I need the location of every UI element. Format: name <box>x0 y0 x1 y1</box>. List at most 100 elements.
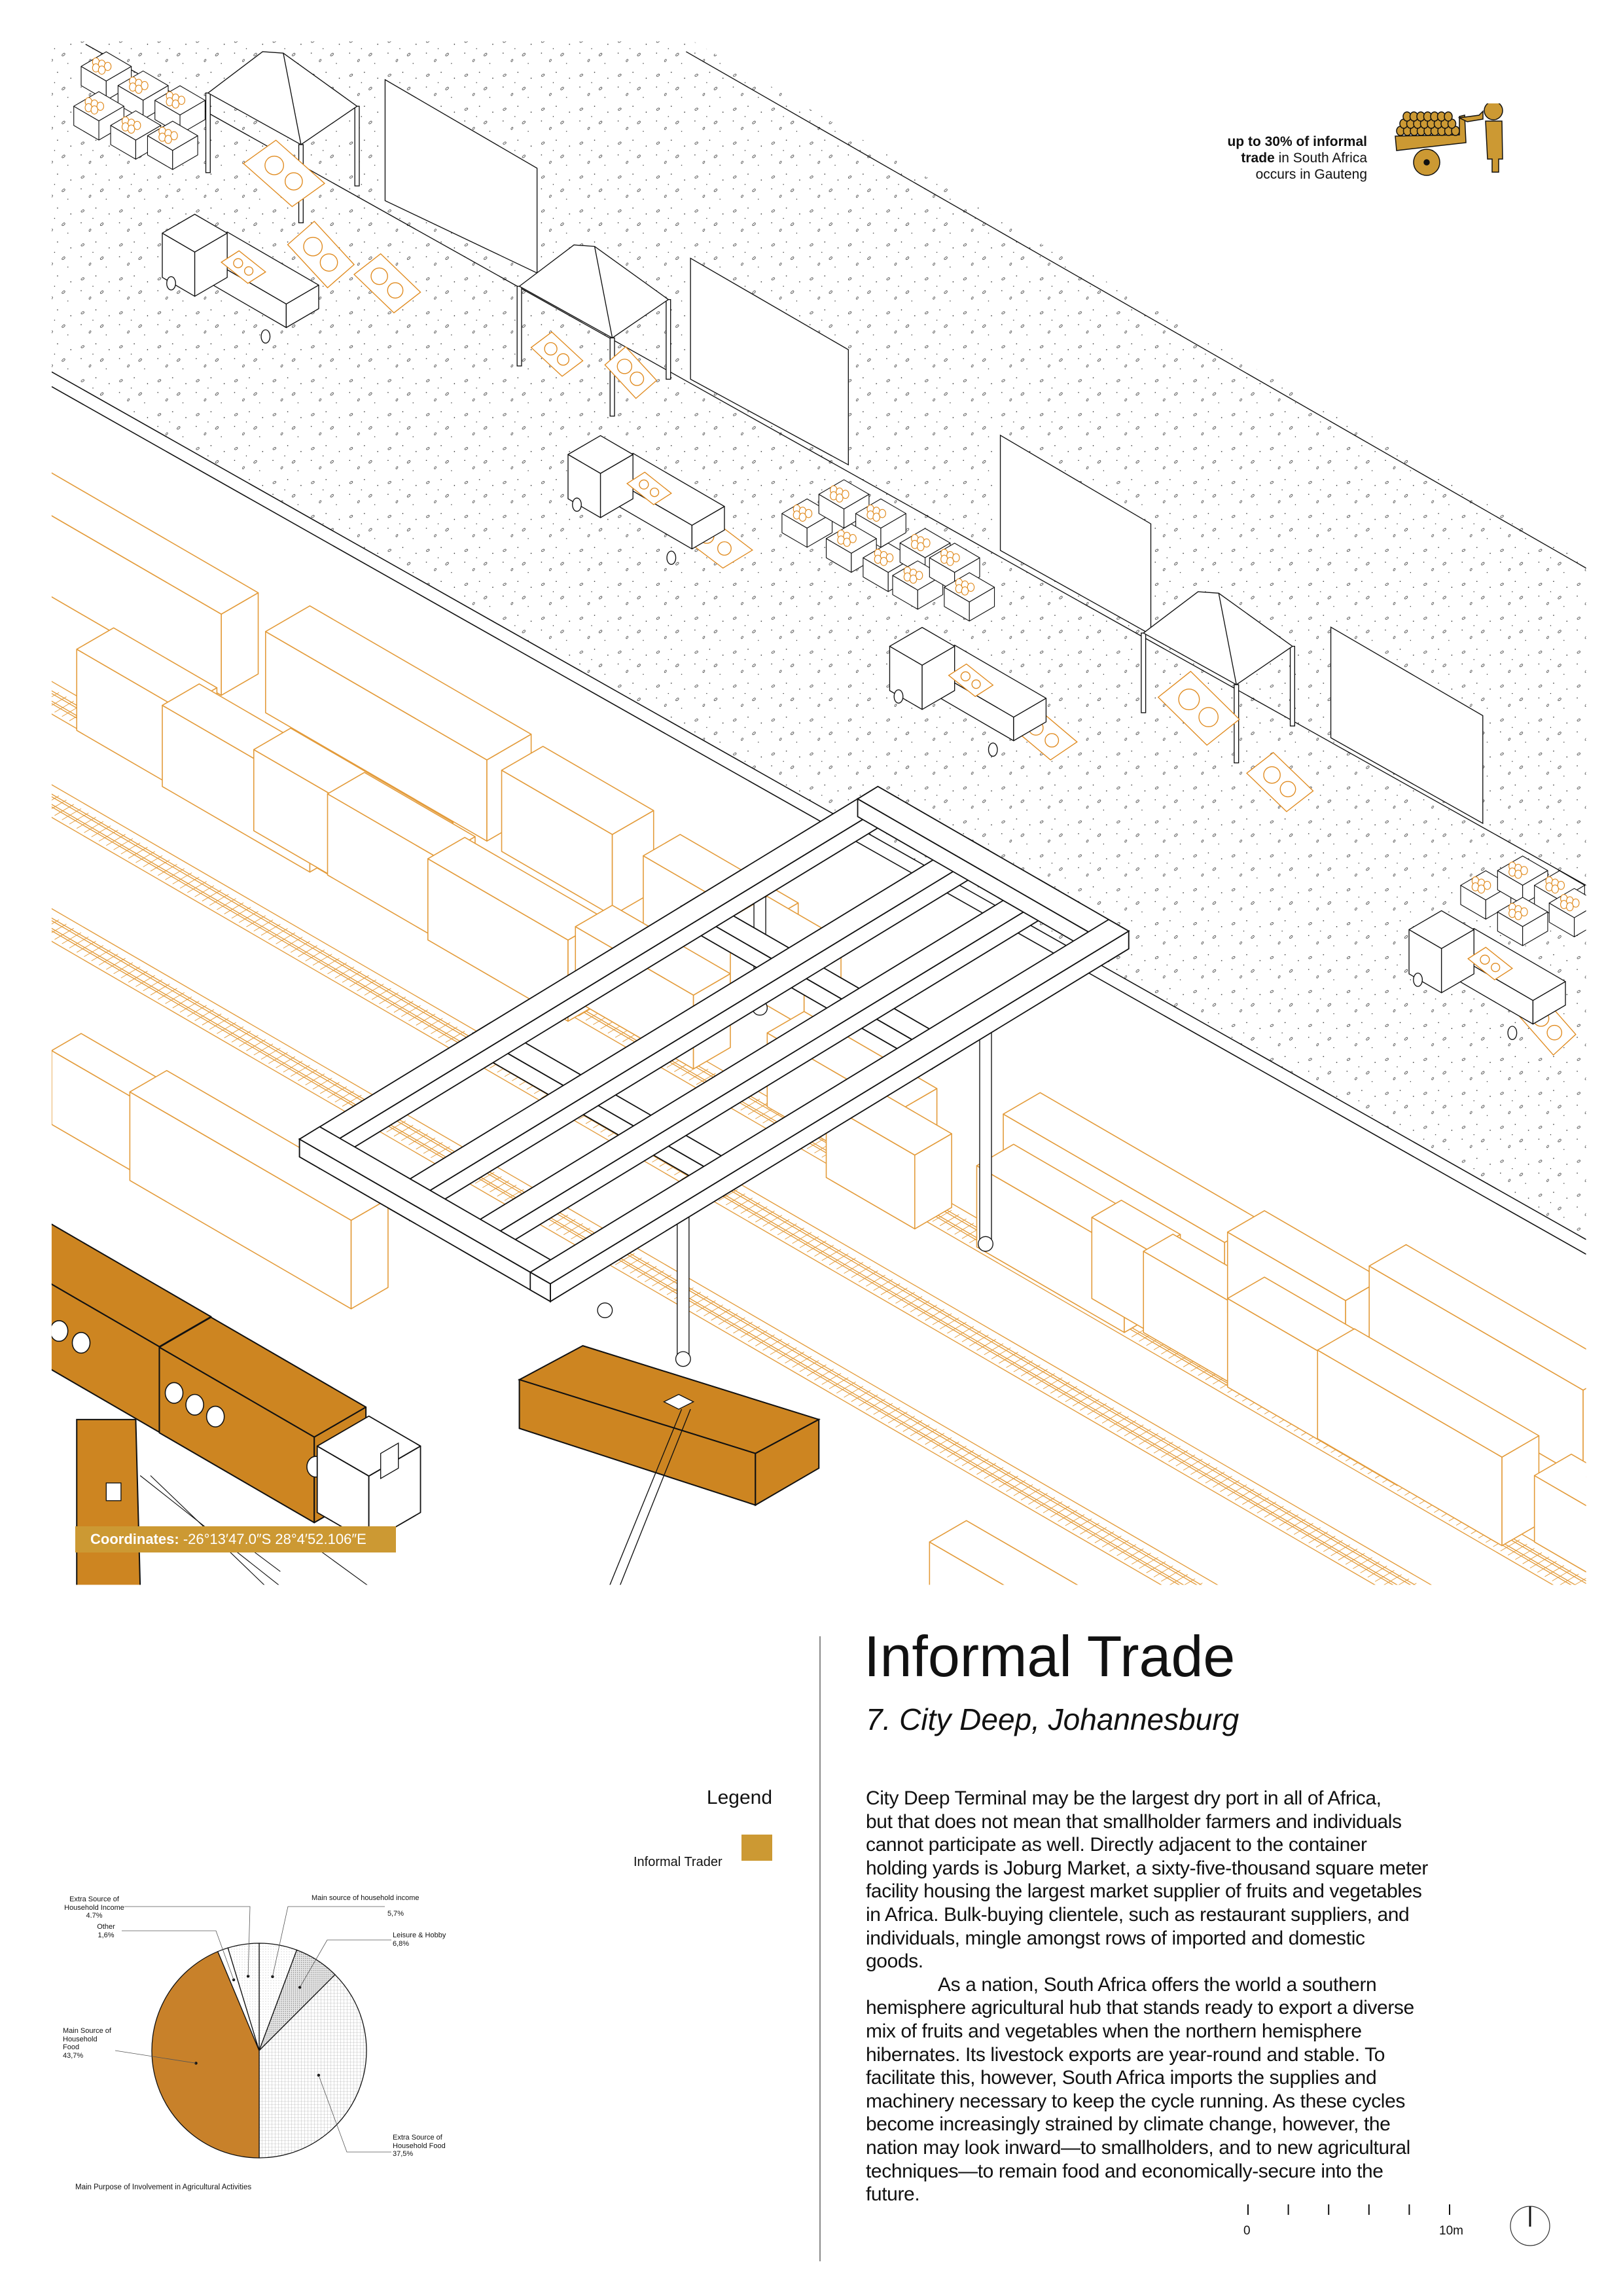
tarp-outline <box>948 663 994 697</box>
fruit-basket-icon <box>544 342 558 356</box>
body-line: holding yards is Joburg Market, a sixty-… <box>866 1857 1429 1879</box>
legend-title: Legend <box>706 1787 772 1808</box>
body-line: in Africa. Bulk-buying clientele, such a… <box>866 1903 1410 1926</box>
body-line: individuals, mingle amongst rows of impo… <box>866 1927 1365 1949</box>
box-top-face <box>1317 1328 1540 1458</box>
tent-pole <box>205 92 211 173</box>
fruit-basket-icon <box>1480 954 1490 965</box>
pie-label-value: 1,6% <box>98 1931 115 1939</box>
rail <box>51 930 1180 1585</box>
produce-tarp <box>221 250 266 284</box>
fruit-icon <box>717 541 732 556</box>
pie-leader-line <box>299 1939 391 1988</box>
fruit-icon <box>285 172 303 190</box>
pie-chart-title: Main Purpose of Involvement in Agricultu… <box>75 2183 252 2191</box>
scale-end-label: 10m <box>1439 2224 1463 2238</box>
tent-pole <box>1234 684 1240 764</box>
rail <box>51 816 1376 1585</box>
fruit-icon <box>804 509 813 518</box>
isometric-site-illustration <box>51 41 1623 1585</box>
tarp-outline <box>353 253 421 314</box>
tent-pole <box>1289 645 1296 726</box>
shipping-container <box>501 745 654 916</box>
gantry-beam <box>529 918 1130 1303</box>
box-top-face <box>1408 910 1474 949</box>
truck-wheel-icon <box>51 1319 69 1342</box>
pie-slice <box>259 1974 367 2159</box>
fruit-icon <box>1551 884 1559 894</box>
pie-slice <box>151 1950 260 2159</box>
tarp-outline <box>530 331 584 377</box>
tent-roof-ridge <box>594 246 613 338</box>
wheel-icon <box>1507 1026 1518 1040</box>
pie-leader-dot <box>317 2073 321 2077</box>
shipping-container <box>51 472 259 696</box>
rail <box>51 920 1198 1585</box>
fruit-icon <box>923 538 931 548</box>
road-surface <box>51 41 1586 1240</box>
rail-track <box>51 784 1432 1585</box>
wheel-icon <box>260 329 271 344</box>
fruit-basket-icon <box>1263 766 1281 784</box>
pie-label-value: 4.7% <box>86 1912 103 1920</box>
box-top-face <box>76 627 218 710</box>
caster-wheel-icon <box>597 1302 613 1318</box>
tarp-outline <box>1467 946 1514 980</box>
fruit-icon <box>967 583 975 592</box>
box-side-face <box>1573 910 1586 937</box>
produce-tarp <box>604 346 658 399</box>
body-line: mix of fruits and vegetables when the no… <box>866 2020 1362 2042</box>
coordinates-label: Coordinates: <box>90 1531 179 1547</box>
box-top-face <box>1368 1244 1586 1391</box>
body-text: City Deep Terminal may be the largest dr… <box>866 1787 1428 2206</box>
pie-label-value: 6,8% <box>393 1939 410 1948</box>
rail <box>51 784 1432 1585</box>
market-road-items <box>73 51 1586 1056</box>
scale-start-label: 0 <box>1243 2224 1251 2238</box>
fruit-icon <box>630 371 645 386</box>
tarp-outline <box>1246 751 1314 812</box>
box-top-face <box>327 772 476 859</box>
box-top-face <box>889 626 955 666</box>
rail <box>51 908 1219 1585</box>
rail-track <box>51 908 1219 1585</box>
fruit-icon <box>971 679 981 689</box>
pickup-truck <box>162 213 319 344</box>
fruit-icon <box>135 84 143 94</box>
box-side-face <box>1582 1388 1586 1480</box>
body-line: future. <box>866 2183 920 2206</box>
shipping-container <box>1368 1244 1586 1480</box>
produce-tarp <box>242 139 326 207</box>
box-top-face <box>316 1415 421 1477</box>
fruit-icon <box>1520 907 1528 917</box>
fruit-icon <box>1477 884 1486 894</box>
fruit-icon <box>1566 902 1574 912</box>
rail <box>51 806 1394 1585</box>
coordinates-bar: Coordinates: -26°13′47.0″S 28°4′52.106″E <box>75 1526 396 1552</box>
box-side-face <box>1608 1497 1623 1585</box>
pie-label-text: Leisure & Hobby <box>393 1931 446 1939</box>
truck-wheel-icon <box>205 1405 225 1427</box>
rail <box>51 927 1185 1585</box>
tarp-outline <box>287 221 355 289</box>
box-top-face <box>158 1316 367 1438</box>
tent-pole <box>609 337 615 417</box>
stat-line-2-bold: trade <box>1241 151 1275 166</box>
box-top-face <box>162 213 228 253</box>
shipping-container <box>929 1520 1079 1585</box>
fruit-icon <box>1572 898 1580 908</box>
fruit-icon <box>164 135 172 144</box>
body-line: nation may look inward—to smallholders, … <box>866 2136 1410 2159</box>
pie-leader-line <box>318 2075 391 2153</box>
truck-wheel-icon <box>71 1332 91 1354</box>
produce-tarp <box>948 663 994 697</box>
wheel-icon <box>893 689 904 704</box>
truck-wheel-icon <box>185 1393 204 1416</box>
pie-leader-line <box>124 1906 251 1977</box>
fruit-basket-icon <box>233 258 243 268</box>
gantry-leg <box>677 1217 690 1355</box>
pie-leader-line <box>122 1930 234 1981</box>
truck-cab <box>162 213 228 297</box>
